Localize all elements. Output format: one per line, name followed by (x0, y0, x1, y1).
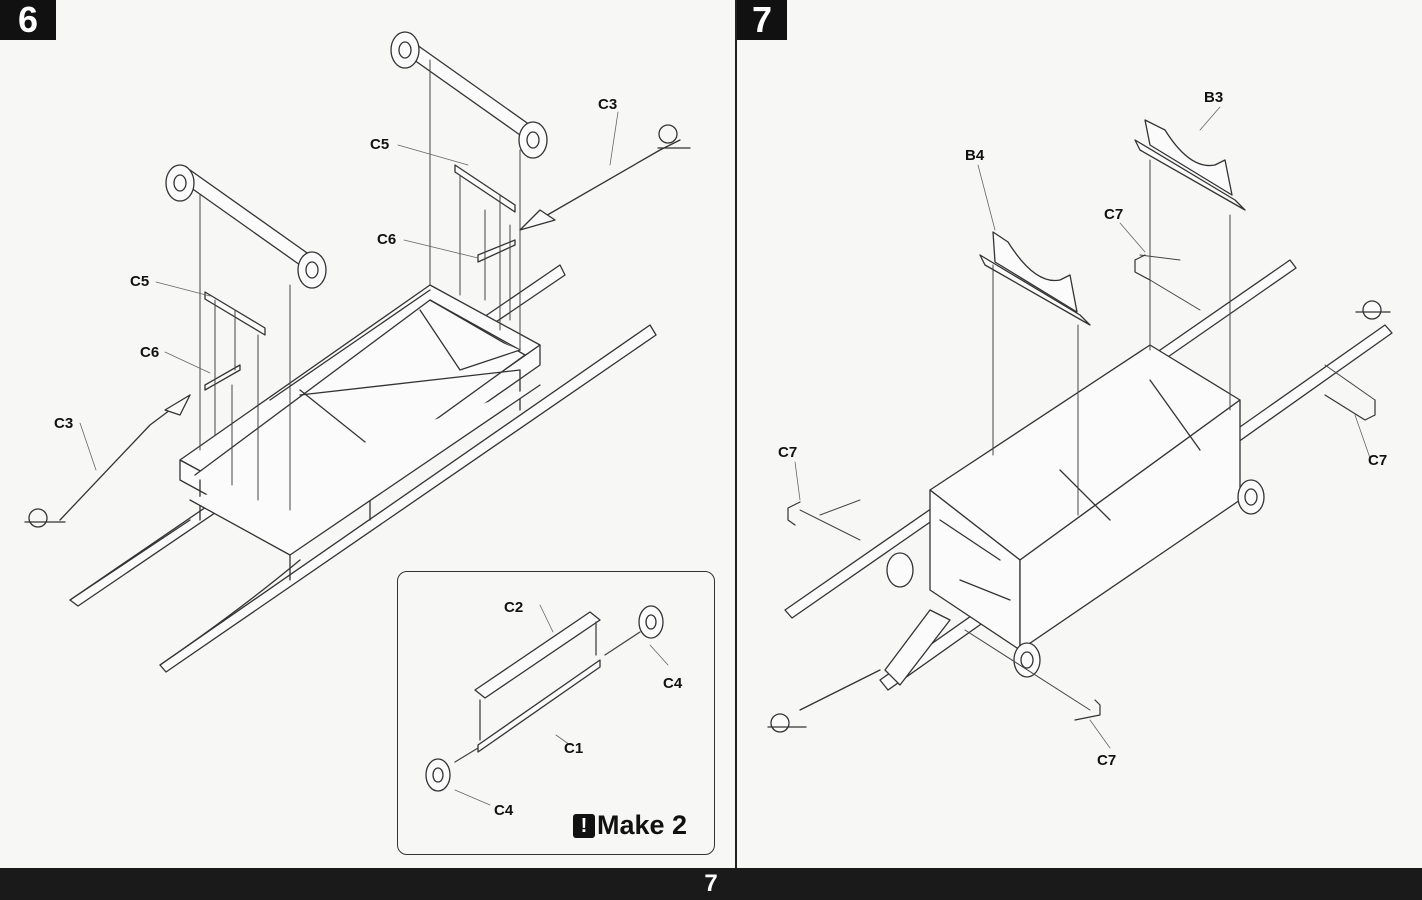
label-b3: B3 (1204, 89, 1224, 106)
page-number: 7 (704, 870, 718, 897)
make-quantity-note: ! Make 2 (573, 810, 687, 841)
step6-frame (179, 284, 541, 581)
label-c3-top: C3 (598, 96, 618, 113)
label-c5-left: C5 (130, 273, 150, 290)
label-c6-left: C6 (140, 344, 160, 361)
label-c2: C2 (504, 599, 524, 616)
label-c7-top: C7 (1104, 206, 1124, 223)
page-divider (735, 0, 737, 868)
step6-axle-front (165, 164, 327, 289)
exclamation-icon: ! (573, 813, 595, 838)
footer-bar: 7 (0, 868, 1422, 900)
step6-tow-bars (24, 124, 691, 528)
label-c5-top: C5 (370, 136, 390, 153)
label-c1: C1 (564, 740, 584, 757)
assembly-illustration (24, 31, 1393, 806)
label-c4-right: C4 (663, 675, 683, 692)
step-7-badge: 7 (737, 0, 787, 40)
label-c7-right: C7 (1368, 452, 1388, 469)
inset-axle (425, 604, 669, 806)
label-c3-left: C3 (54, 415, 74, 432)
label-c4-bottom: C4 (494, 802, 514, 819)
label-c6-top: C6 (377, 231, 397, 248)
sub-assembly-inset (397, 571, 715, 855)
step-6-badge: 6 (0, 0, 56, 40)
make-quantity-text: Make 2 (597, 810, 688, 840)
label-b4: B4 (965, 147, 985, 164)
step6-axle-back (390, 31, 548, 159)
label-c7-left: C7 (778, 444, 798, 461)
step7-frame (767, 259, 1393, 733)
label-c7-bottom: C7 (1097, 752, 1117, 769)
